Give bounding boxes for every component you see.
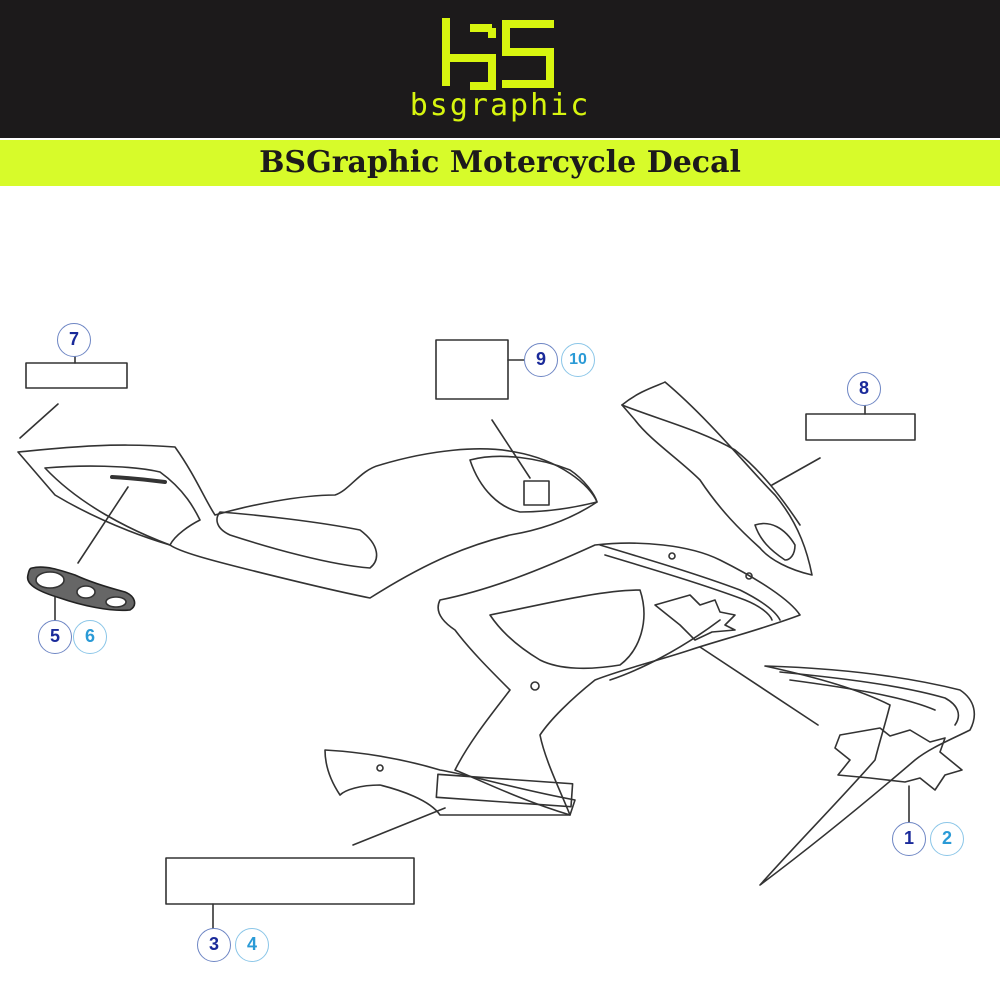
- side-fairing-inner: [489, 589, 645, 670]
- brand-name: bsgraphic: [409, 88, 591, 123]
- bs-monogram-logo: [442, 18, 554, 90]
- callout-3[interactable]: 3: [197, 928, 231, 962]
- leader-3-4: [352, 807, 446, 846]
- leader-7-tail: [19, 403, 59, 439]
- side-fairing: [437, 542, 801, 816]
- callout-10[interactable]: 10: [561, 343, 595, 377]
- front-fairing: [621, 381, 813, 576]
- callout-8[interactable]: 8: [847, 372, 881, 406]
- leader-9-10-tank: [491, 419, 531, 479]
- tail-inner-panel: [44, 465, 201, 546]
- callout-5[interactable]: 5: [38, 620, 72, 654]
- side-fairing-stripe-b: [604, 554, 773, 621]
- leader-1-2: [699, 646, 819, 726]
- fairing-upper-line: [621, 404, 801, 526]
- fairing-window: [754, 522, 796, 561]
- leader-8-fairing: [771, 457, 821, 486]
- tank-panel: [469, 455, 598, 513]
- side-panel-stripe-a: [779, 671, 960, 726]
- belly-pan: [324, 749, 576, 816]
- emblem-decal-5-6: [26, 566, 136, 612]
- label-box-3-4: [165, 857, 415, 905]
- side-fairing-stripe-c: [609, 619, 721, 681]
- side-panel-decal: [834, 727, 963, 791]
- tail-stripe: [110, 475, 167, 484]
- seat: [216, 511, 378, 569]
- side-panel-stripe-b: [789, 679, 936, 711]
- banner-title: BSGraphic Motercycle Decal: [259, 145, 741, 180]
- callout-7[interactable]: 7: [57, 323, 91, 357]
- callout-4[interactable]: 4: [235, 928, 269, 962]
- callout-2[interactable]: 2: [930, 822, 964, 856]
- label-box-9-10: [435, 339, 509, 400]
- callout-1[interactable]: 1: [892, 822, 926, 856]
- label-box-7: [25, 362, 128, 389]
- leader-5-6: [77, 486, 129, 564]
- callout-6[interactable]: 6: [73, 620, 107, 654]
- tail-section: [17, 444, 598, 599]
- tank-decal-9-10: [523, 480, 550, 506]
- header-bar: bsgraphic: [0, 0, 1000, 138]
- belly-decal-3-4: [435, 773, 574, 808]
- callout-9[interactable]: 9: [524, 343, 558, 377]
- side-fairing-decal: [654, 594, 736, 641]
- title-banner: BSGraphic Motercycle Decal: [0, 140, 1000, 186]
- side-panel: [759, 665, 976, 886]
- side-fairing-stripe-a: [599, 544, 781, 621]
- label-box-8: [805, 413, 916, 441]
